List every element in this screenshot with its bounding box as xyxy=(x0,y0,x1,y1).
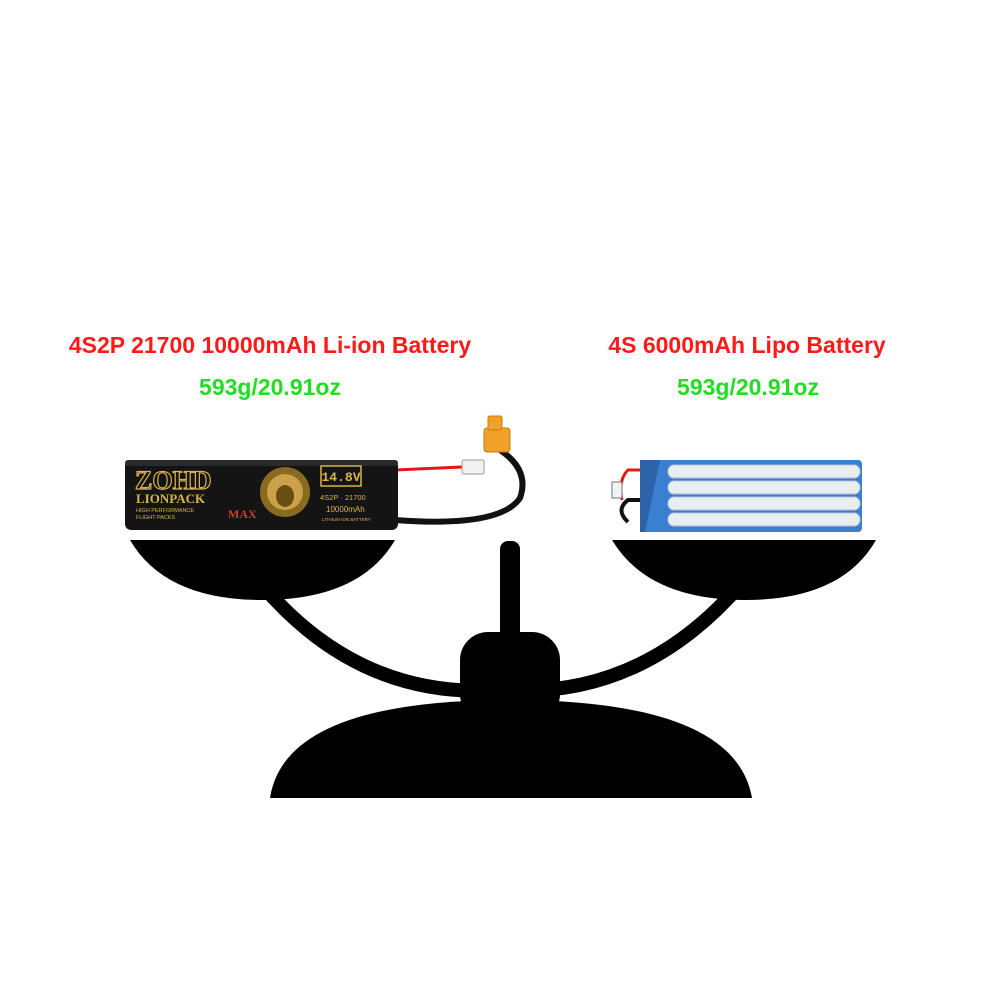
battery-edition-label: MAX xyxy=(228,507,257,521)
right-battery-weight: 593g/20.91oz xyxy=(677,374,819,400)
battery-brand-label: ZOHD xyxy=(135,466,212,495)
battery-tagline-2: FLIGHT PACKS xyxy=(136,515,176,521)
right-battery-image xyxy=(611,460,862,532)
xt60-connector-icon xyxy=(483,427,511,453)
left-battery-image: ZOHD LIONPACK HIGH PERFORMANCE FLIGHT PA… xyxy=(125,415,526,530)
left-battery-name: 4S2P 21700 10000mAh Li-ion Battery xyxy=(68,332,472,358)
balance-plug-icon xyxy=(611,481,623,499)
battery-tagline-1: HIGH PERFORMANCE xyxy=(136,508,194,514)
battery-capacity-label: 10000mAh xyxy=(326,505,365,514)
lion-head-icon xyxy=(260,467,310,517)
balance-scale-icon xyxy=(130,540,876,798)
left-battery-weight: 593g/20.91oz xyxy=(199,374,341,400)
right-battery-name: 4S 6000mAh Lipo Battery xyxy=(608,332,886,358)
balance-plug-icon xyxy=(461,459,485,475)
battery-config-label: 4S2P · 21700 xyxy=(320,493,366,502)
battery-product-label: LIONPACK xyxy=(136,491,206,506)
battery-chemistry-label: LITHIUM ION BATTERY xyxy=(322,517,371,522)
battery-voltage-label: 14.8V xyxy=(321,470,360,485)
